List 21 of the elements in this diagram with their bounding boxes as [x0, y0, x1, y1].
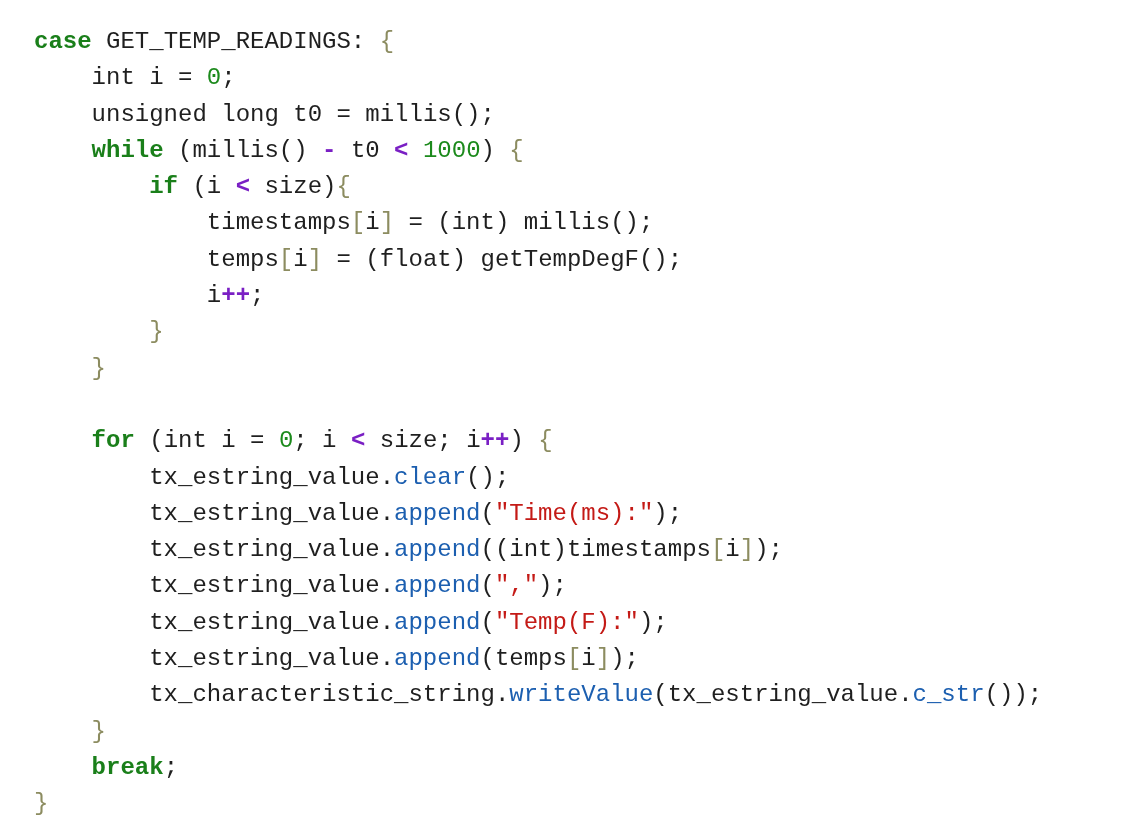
- code-line: tx_characteristic_string.writeValue(tx_estring_value.c_str());: [148, 680, 1043, 711]
- code-line: case GET_TEMP_READINGS: {: [34, 27, 395, 57]
- code-line: int i = 0;: [90, 63, 236, 94]
- code-line: }: [90, 353, 106, 384]
- code-line: }: [90, 716, 106, 747]
- code-line: tx_estring_value.append(",");: [148, 571, 567, 602]
- code-line: for (int i = 0; i < size; i++) {: [90, 426, 553, 457]
- code-line: tx_estring_value.append(temps[i]);: [148, 644, 639, 675]
- code-line: while (millis() - t0 < 1000) {: [90, 135, 524, 166]
- code-line: tx_estring_value.append("Temp(F):");: [148, 607, 668, 638]
- code-line: tx_estring_value.append("Time(ms):");: [148, 498, 683, 529]
- code-line: timestamps[i] = (int) millis();: [205, 208, 654, 239]
- code-line: break;: [90, 752, 179, 783]
- code-line: tx_estring_value.clear();: [148, 462, 510, 493]
- code-line: temps[i] = (float) getTempDegF();: [205, 244, 683, 275]
- code-line: tx_estring_value.append((int)timestamps[i]);: [148, 535, 783, 566]
- code-line: unsigned long t0 = millis();: [90, 99, 495, 130]
- code-line: if (i < size){: [148, 172, 351, 203]
- code-line: i++;: [205, 281, 265, 312]
- code-line: }: [34, 789, 49, 820]
- code-line: }: [148, 317, 164, 348]
